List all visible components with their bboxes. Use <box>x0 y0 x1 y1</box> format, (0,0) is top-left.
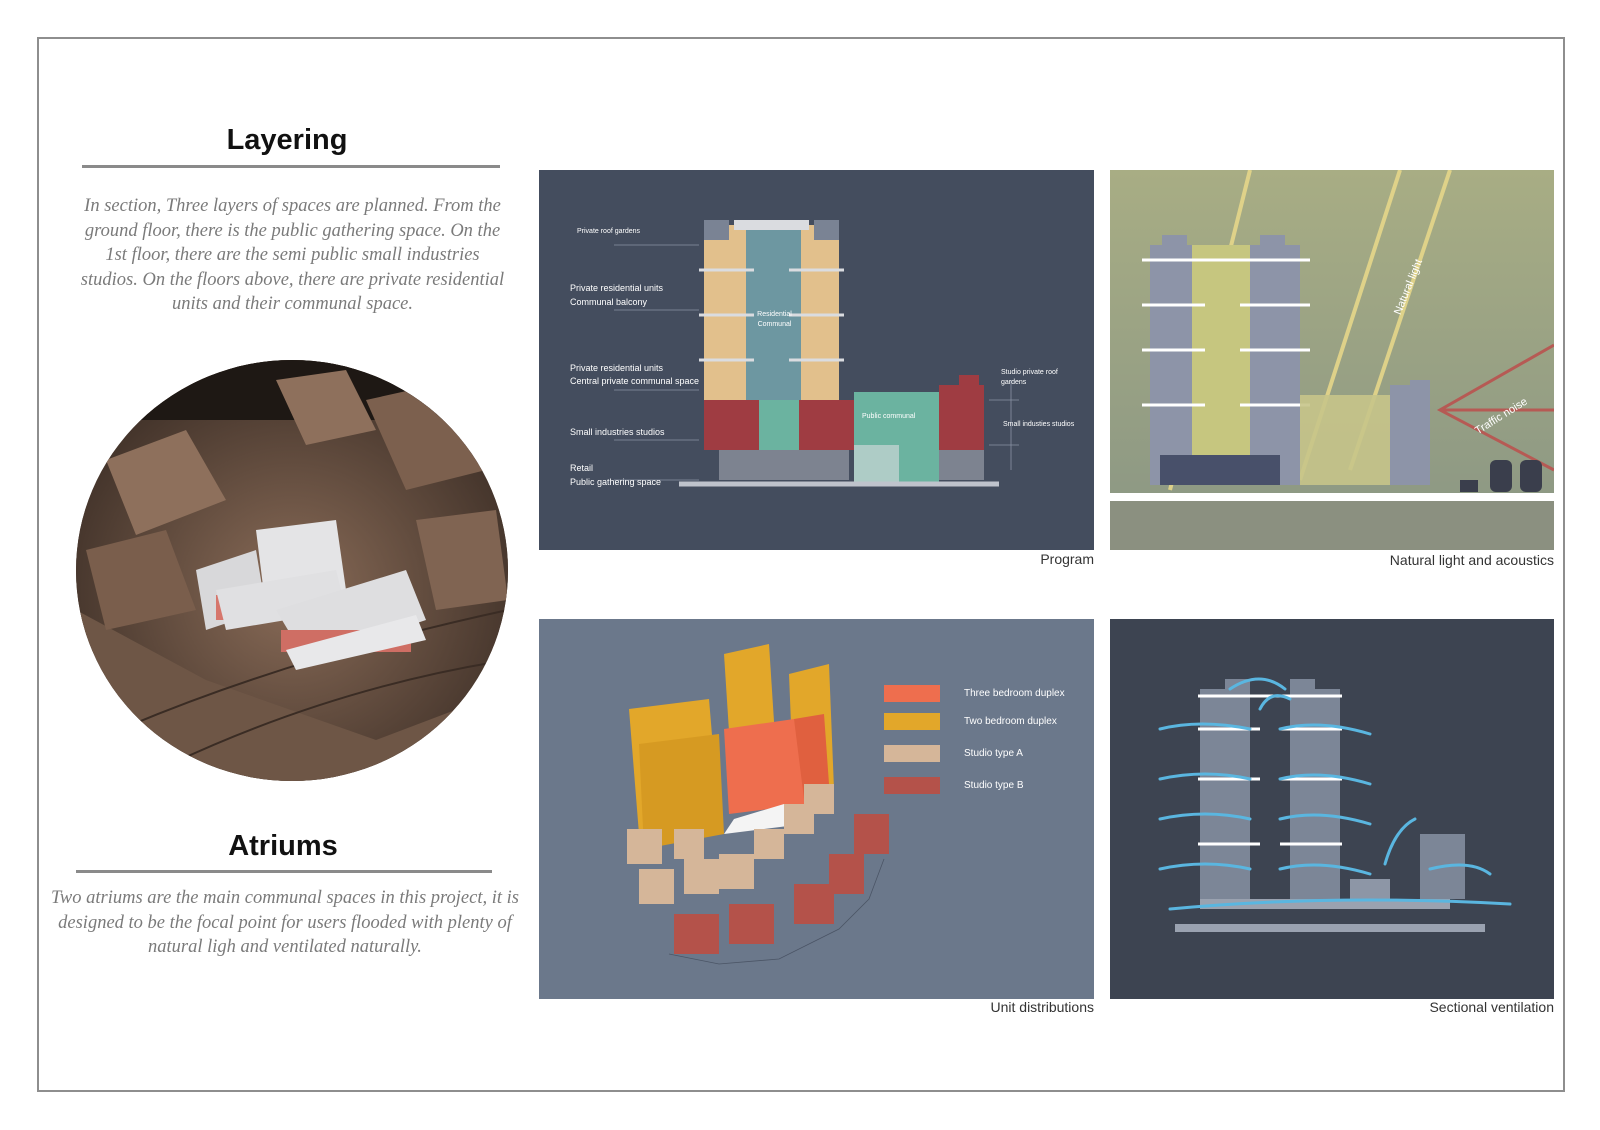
program-drawing <box>614 220 1019 487</box>
units-diagram: Three bedroom duplex Two bedroom duplex … <box>539 619 1094 999</box>
layering-title: Layering <box>226 124 348 156</box>
legend-label: Studio type A <box>964 748 1023 759</box>
label-small-industries: Small industries studios <box>570 427 665 437</box>
ventilation-caption: Sectional ventilation <box>1429 999 1554 1015</box>
atriums-title: Atriums <box>228 830 338 862</box>
label-public-gathering: Public gathering space <box>570 477 662 487</box>
legend-item-three-bedroom: Three bedroom duplex <box>884 685 1065 702</box>
model-photo-drawing <box>76 360 508 781</box>
program-caption: Program <box>1040 551 1094 567</box>
legend-swatch <box>884 713 940 730</box>
page-frame <box>37 37 1565 1092</box>
label-retail: Retail <box>570 463 594 473</box>
layering-rule <box>82 165 500 168</box>
label-central-communal: Central private communal space <box>570 376 700 386</box>
light-caption: Natural light and acoustics <box>1389 552 1554 568</box>
label-residential-units-1: Private residential units <box>570 283 664 293</box>
label-studio-roof-gardens: Studio private roof gardens <box>1001 369 1058 386</box>
legend-item-studio-a: Studio type A <box>884 745 1023 762</box>
legend-swatch <box>884 745 940 762</box>
ventilation-drawing <box>1158 677 1512 932</box>
atriums-text: Two atriums are the main communal spaces… <box>51 888 519 957</box>
legend-label: Three bedroom duplex <box>964 688 1065 699</box>
legend-item-studio-b: Studio type B <box>884 777 1023 794</box>
legend-label: Studio type B <box>964 780 1024 791</box>
label-roof-gardens: Private roof gardens <box>577 228 641 235</box>
legend-swatch <box>884 685 940 702</box>
legend-label: Two bedroom duplex <box>964 716 1057 727</box>
label-small-industries-right: Small industies studios <box>1003 421 1075 428</box>
ventilation-diagram <box>1110 619 1554 999</box>
atriums-rule <box>76 870 492 873</box>
legend-swatch <box>884 777 940 794</box>
light-drawing <box>1110 170 1554 550</box>
label-residential-units-2: Private residential units <box>570 363 664 373</box>
program-diagram: Private roof gardens Private residential… <box>539 170 1094 550</box>
label-communal-balcony: Communal balcony <box>570 297 648 307</box>
layering-text: In section, Three layers of spaces are p… <box>80 196 505 314</box>
legend-item-two-bedroom: Two bedroom duplex <box>884 713 1057 730</box>
label-public-communal: Public communal <box>862 413 916 420</box>
model-photo <box>76 360 508 781</box>
light-diagram: Natural light Traffic noise <box>1110 170 1554 550</box>
label-residential-communal: Residential Communal <box>757 311 792 328</box>
units-drawing <box>627 644 889 965</box>
units-caption: Unit distributions <box>990 999 1095 1015</box>
